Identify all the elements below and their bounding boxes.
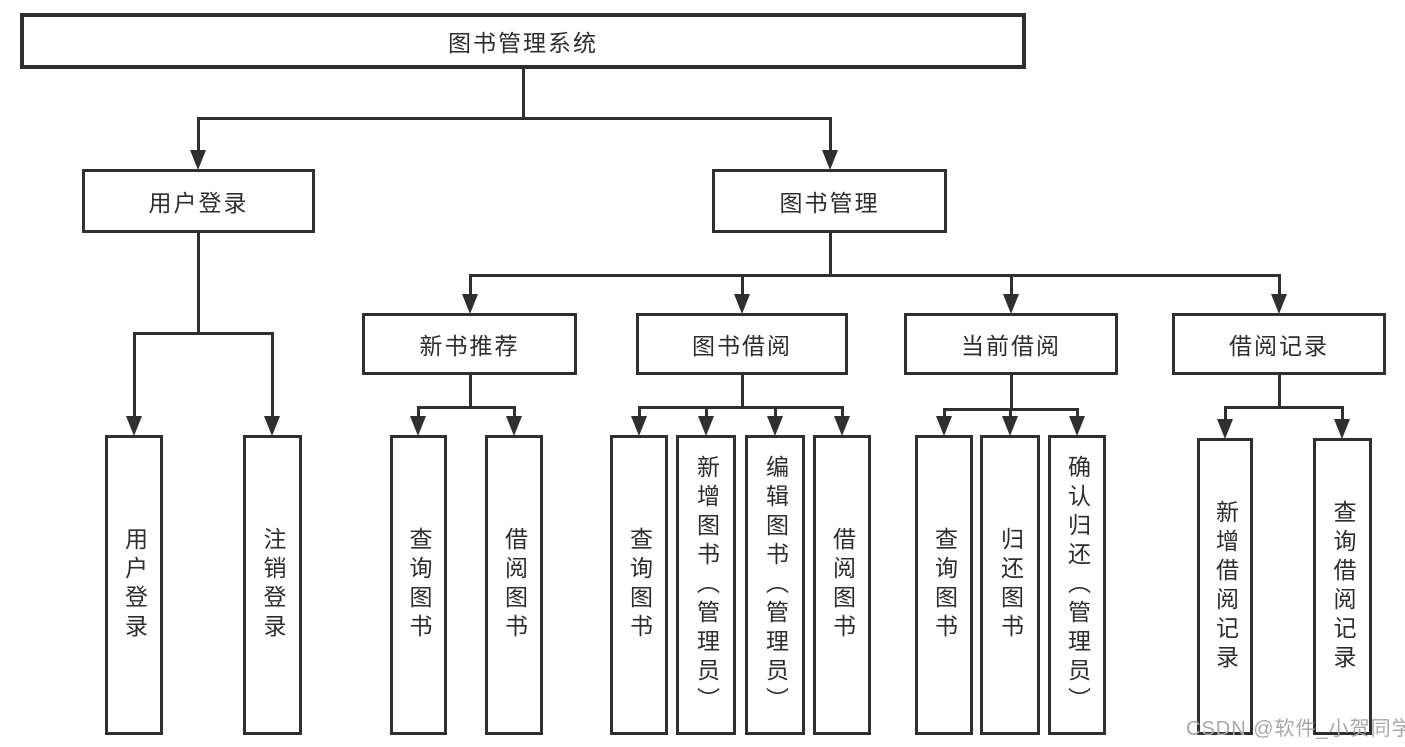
- node-label-borrow-books-borrowing: 借阅图书: [829, 527, 856, 643]
- node-confirm-return-admin: 确认归还（管理员）: [1048, 435, 1106, 735]
- arrow-down-icon-records-to-children-0: [1217, 419, 1233, 439]
- arrow-down-icon-records-to-children-1: [1334, 419, 1350, 439]
- node-label-book-management: 图书管理: [779, 190, 880, 216]
- connector-stem-recommend-to-children: [468, 375, 472, 409]
- node-user-login-group: 用户登录: [82, 169, 315, 233]
- arrow-down-icon-book-mgmt-to-children-3: [1271, 294, 1287, 314]
- node-return-books: 归还图书: [980, 435, 1040, 735]
- node-system-root: 图书管理系统: [20, 13, 1026, 69]
- arrow-down-icon-recommend-to-children-0: [410, 416, 426, 436]
- node-logout: 注销登录: [243, 435, 302, 735]
- connector-branch-book-mgmt-to-children-3: [1277, 275, 1281, 304]
- node-query-books-current: 查询图书: [915, 435, 973, 735]
- connector-branch-user-login-to-children-1: [270, 333, 274, 426]
- node-edit-books-admin: 编辑图书（管理员）: [745, 435, 805, 735]
- node-user-login: 用户登录: [105, 435, 163, 735]
- connector-stem-book-mgmt-to-children: [828, 233, 832, 277]
- connector-stem-current-to-children: [1009, 375, 1013, 411]
- arrow-down-icon-borrowing-to-children-1: [698, 416, 714, 436]
- connector-rail-root-to-level2: [196, 116, 832, 120]
- node-label-edit-books-admin: 编辑图书（管理员）: [762, 454, 789, 716]
- node-label-new-book-recommend: 新书推荐: [419, 333, 520, 359]
- connector-branch-book-mgmt-to-children-1: [740, 275, 744, 304]
- connector-rail-book-mgmt-to-children: [468, 273, 1281, 277]
- node-query-books-recommend: 查询图书: [390, 435, 447, 735]
- node-label-query-books-borrowing: 查询图书: [626, 527, 653, 643]
- node-label-query-books-recommend: 查询图书: [406, 527, 432, 643]
- connector-branch-records-to-children-1: [1340, 407, 1344, 429]
- arrow-down-icon-current-to-children-1: [1002, 416, 1018, 436]
- connector-branch-book-mgmt-to-children-2: [1009, 275, 1013, 304]
- arrow-down-icon-recommend-to-children-1: [506, 416, 522, 436]
- node-borrow-books-recommend: 借阅图书: [485, 435, 543, 735]
- node-query-books-borrowing: 查询图书: [610, 435, 668, 735]
- node-book-borrowing: 图书借阅: [636, 313, 848, 375]
- node-label-book-borrowing: 图书借阅: [692, 333, 792, 359]
- connector-branch-records-to-children-0: [1223, 407, 1227, 429]
- arrow-down-icon-current-to-children-2: [1069, 416, 1085, 436]
- arrow-down-icon-book-mgmt-to-children-2: [1003, 294, 1019, 314]
- node-book-management: 图书管理: [712, 169, 947, 233]
- node-borrow-books-borrowing: 借阅图书: [813, 435, 871, 735]
- connector-stem-user-login-to-children: [196, 233, 200, 335]
- watermark: CSDN @软件_小贺同学: [1186, 718, 1405, 740]
- connector-branch-root-to-level2-1: [828, 118, 832, 160]
- arrow-down-icon-book-mgmt-to-children-1: [734, 294, 750, 314]
- connector-branch-book-mgmt-to-children-0: [468, 275, 472, 304]
- arrow-down-icon-borrowing-to-children-2: [767, 416, 783, 436]
- connector-rail-records-to-children: [1223, 405, 1344, 409]
- arrow-down-icon-book-mgmt-to-children-0: [462, 294, 478, 314]
- connector-rail-borrowing-to-children: [637, 405, 844, 409]
- node-add-books-admin: 新增图书（管理员）: [676, 435, 736, 735]
- arrow-down-icon-root-to-level2-0: [190, 150, 206, 170]
- connector-stem-borrowing-to-children: [740, 375, 744, 409]
- node-label-return-books: 归还图书: [997, 527, 1024, 643]
- node-add-borrowing-record: 新增借阅记录: [1197, 438, 1253, 735]
- arrow-down-icon-user-login-to-children-1: [264, 416, 280, 436]
- node-label-add-books-admin: 新增图书（管理员）: [693, 454, 720, 716]
- node-label-query-books-current: 查询图书: [931, 527, 958, 643]
- arrow-down-icon-borrowing-to-children-3: [834, 416, 850, 436]
- connector-branch-root-to-level2-0: [196, 118, 200, 160]
- node-current-borrowing: 当前借阅: [904, 313, 1118, 375]
- node-borrowing-records: 借阅记录: [1172, 313, 1386, 375]
- node-query-borrowing-record: 查询借阅记录: [1313, 438, 1372, 735]
- connector-stem-records-to-children: [1277, 375, 1281, 409]
- node-label-query-borrowing-record: 查询借阅记录: [1330, 499, 1356, 674]
- node-label-borrowing-records: 借阅记录: [1229, 333, 1329, 359]
- node-label-system-root: 图书管理系统: [448, 30, 598, 56]
- arrow-down-icon-borrowing-to-children-0: [631, 416, 647, 436]
- arrow-down-icon-user-login-to-children-0: [126, 416, 142, 436]
- connector-rail-user-login-to-children: [132, 331, 274, 335]
- node-new-book-recommend: 新书推荐: [362, 313, 577, 375]
- node-label-user-login-group: 用户登录: [148, 190, 249, 216]
- node-label-add-borrowing-record: 新增借阅记录: [1212, 499, 1239, 674]
- connector-branch-user-login-to-children-0: [132, 333, 136, 426]
- connector-stem-root-to-level2: [521, 69, 525, 120]
- arrow-down-icon-current-to-children-0: [936, 416, 952, 436]
- node-label-user-login: 用户登录: [121, 527, 148, 643]
- node-label-confirm-return-admin: 确认归还（管理员）: [1064, 454, 1091, 716]
- node-label-logout: 注销登录: [260, 527, 286, 643]
- node-label-current-borrowing: 当前借阅: [961, 333, 1061, 359]
- node-label-borrow-books-recommend: 借阅图书: [501, 527, 528, 643]
- connector-rail-recommend-to-children: [416, 405, 516, 409]
- arrow-down-icon-root-to-level2-1: [822, 150, 838, 170]
